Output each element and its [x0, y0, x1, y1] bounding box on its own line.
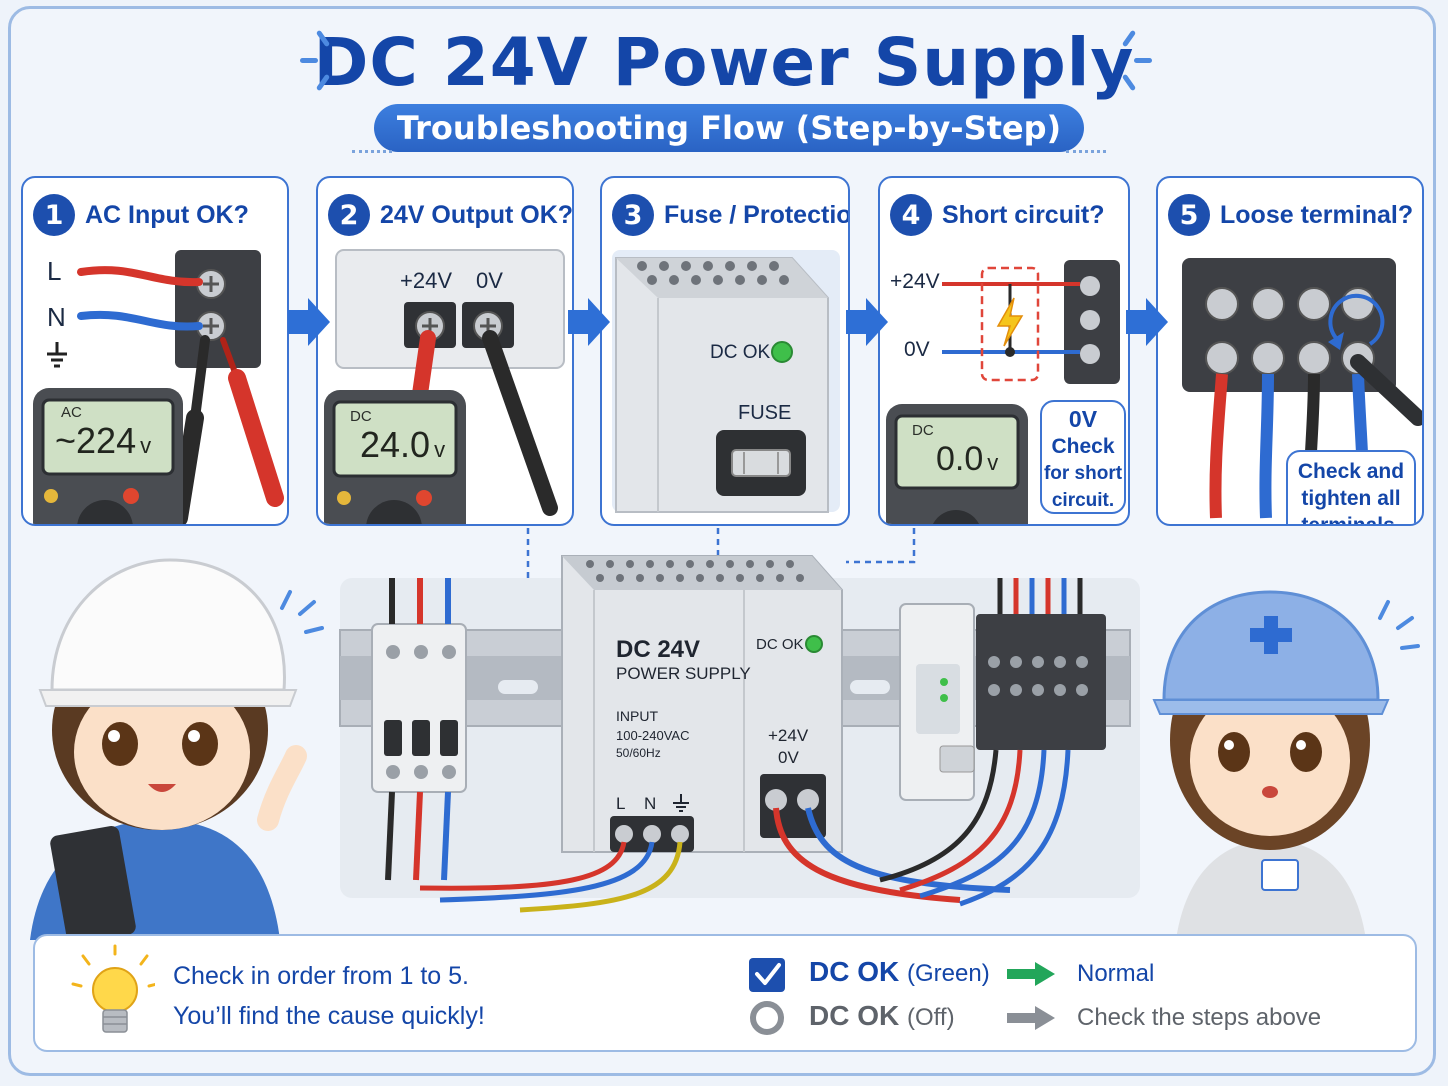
step-2-title: 24V Output OK?: [380, 200, 574, 229]
legend-green-label: DC OK: [809, 956, 900, 987]
arrow-green-icon: [1007, 962, 1055, 986]
step-4-title: Short circuit?: [942, 200, 1105, 229]
step-3-card: 3 Fuse / Protection? DC OK FUSE: [600, 176, 850, 526]
step-2-meter-suffix: v: [434, 437, 446, 462]
psu-terminal-l: L: [616, 794, 626, 813]
legend-item-green: DC OK (Green): [809, 956, 990, 988]
psu-dcok-led: [805, 635, 823, 653]
step-5-card: 5 Loose terminal? Check and tighten all …: [1156, 176, 1424, 526]
step-1-meter-number: ~224: [55, 420, 137, 461]
step-3-header: 3 Fuse / Protection?: [612, 194, 848, 236]
lightbulb-icon: [71, 944, 155, 1033]
footer-tip-line-2: You’ll find the cause quickly!: [173, 1002, 485, 1030]
step-5-bubble-line-1: Check and: [1297, 460, 1405, 483]
step-3-illustration: [612, 250, 840, 513]
step-2-meter-number: 24.0: [360, 424, 431, 465]
step-1-number: 1: [33, 194, 75, 236]
psu-label-line2: POWER SUPPLY: [616, 664, 751, 683]
step-5-title: Loose terminal?: [1220, 200, 1414, 229]
psu-terminal-ground-icon: [672, 794, 690, 812]
step-4-label-pos: +24V: [890, 270, 940, 293]
psu-out-pos-label: +24V: [768, 726, 809, 745]
step-4-number: 4: [890, 194, 932, 236]
technician-right-avatar: [1152, 590, 1390, 940]
step-1-title: AC Input OK?: [85, 200, 249, 229]
burst-left-icon: [280, 590, 324, 634]
terminal-block: [976, 614, 1106, 750]
psu-dcok-label: DC OK: [756, 636, 804, 653]
psu-input-label: INPUT: [616, 708, 658, 724]
step-1-meter-suffix: v: [140, 433, 152, 458]
subtitle-banner: Troubleshooting Flow (Step-by-Step): [374, 104, 1084, 152]
step-2-label-neg: 0V: [476, 268, 503, 293]
divider-left: [352, 150, 392, 153]
arrow-gray-icon: [1007, 1006, 1055, 1030]
step-4-header: 4 Short circuit?: [890, 194, 1105, 236]
step-2-meter-unit: DC: [350, 408, 372, 425]
step-5-bubble-line-3: terminals.: [1301, 514, 1401, 526]
status-off-icon: [750, 1001, 784, 1035]
page-title: DC 24V Power Supply: [313, 24, 1135, 101]
step-3-label-fuse: FUSE: [738, 402, 792, 424]
step-1-label-n: N: [47, 302, 66, 332]
step-4-illustration: [886, 260, 1120, 524]
step-5-bubble-line-2: tighten all: [1301, 487, 1401, 510]
step-4-bubble-line-2: Check: [1051, 435, 1115, 458]
footer-tip-line-1: Check in order from 1 to 5.: [173, 962, 469, 990]
psu-input-frequency: 50/60Hz: [616, 746, 661, 760]
step-4-meter-suffix: v: [987, 450, 999, 475]
step-4-bubble: 0V Check for short circuit.: [1040, 400, 1126, 514]
step-1-illustration: [33, 250, 284, 524]
step-1-meter-unit: AC: [61, 404, 82, 421]
step-2-label-pos: +24V: [400, 268, 452, 293]
step-1-label-l: L: [47, 256, 62, 286]
step-4-bubble-line-4: circuit.: [1051, 490, 1115, 511]
footer-legend-graphics: [749, 958, 1055, 1035]
psu-out-neg-label: 0V: [778, 748, 799, 767]
psu-input-voltage: 100-240VAC: [616, 728, 690, 743]
step-3-number: 3: [612, 194, 654, 236]
step-3-title: Fuse / Protection?: [664, 200, 848, 229]
legend-green-state: (Green): [907, 960, 990, 987]
burst-right-icon: [1378, 600, 1420, 650]
legend-off-label: DC OK: [809, 1000, 900, 1031]
legend-off-state: (Off): [907, 1004, 955, 1031]
legend-off-meaning: Check the steps above: [1077, 1004, 1322, 1031]
legend-green-meaning: Normal: [1077, 960, 1155, 987]
step-2-illustration: [324, 249, 565, 524]
step-4-label-neg: 0V: [904, 338, 930, 361]
step-3-label-dcok: DC OK: [710, 342, 771, 363]
step-4-bubble-line-1: 0V: [1068, 406, 1098, 432]
psu-terminal-n: N: [644, 794, 657, 813]
step-5-number: 5: [1168, 194, 1210, 236]
step-2-number: 2: [328, 194, 370, 236]
step-5-bubble: Check and tighten all terminals.: [1286, 450, 1416, 526]
step-5-header: 5 Loose terminal?: [1168, 194, 1413, 236]
step-4-meter-unit: DC: [912, 422, 934, 439]
step-2-header: 2 24V Output OK?: [328, 194, 574, 236]
step-1-header: 1 AC Input OK?: [33, 194, 249, 236]
footer-panel: Check in order from 1 to 5. You’ll find …: [33, 934, 1417, 1052]
step-4-meter-number: 0.0: [936, 440, 984, 478]
title-burst-left-icon: [300, 29, 340, 92]
title-burst-right-icon: [1112, 29, 1152, 92]
psu-label-line1: DC 24V: [616, 636, 701, 663]
technician-left-avatar: [30, 558, 307, 944]
divider-right: [1066, 150, 1106, 153]
step-4-bubble-line-3: for short: [1043, 463, 1123, 484]
legend-item-off: DC OK (Off): [809, 1000, 955, 1032]
